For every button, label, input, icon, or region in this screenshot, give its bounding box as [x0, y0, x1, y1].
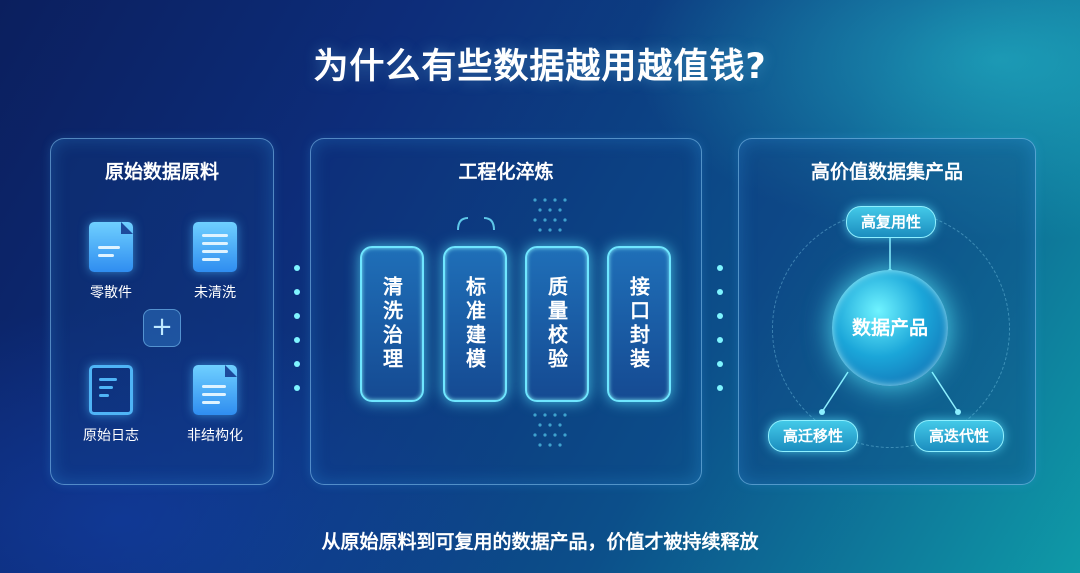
stage-label: 质量校验	[544, 276, 569, 372]
raw-item-unstructured: 非结构化	[170, 365, 260, 445]
stage-modeling: 标准建模	[443, 246, 507, 402]
raw-item-fragments: 零散件	[66, 222, 156, 302]
stage-quality: 质量校验	[525, 246, 589, 402]
engineering-title: 工程化淬炼	[458, 161, 554, 183]
edit-document-icon	[89, 365, 133, 415]
document-icon	[89, 222, 133, 272]
data-product-core: 数据产品	[832, 270, 948, 386]
plus-icon: +	[143, 309, 181, 347]
bottom-caption: 从原始原料到可复用的数据产品，价值才被持续释放	[321, 531, 759, 553]
text-file-icon	[193, 365, 237, 415]
raw-item-label: 未清洗	[194, 285, 236, 301]
badge-reusability: 高复用性	[846, 206, 937, 238]
raw-item-uncleaned: 未清洗	[170, 222, 260, 302]
raw-data-title: 原始数据原料	[104, 161, 219, 183]
stage-label: 接口封装	[626, 276, 651, 372]
raw-item-label: 零散件	[90, 285, 132, 301]
raw-item-label: 非结构化	[187, 428, 243, 444]
page-title: 为什么有些数据越用越值钱?	[313, 47, 767, 87]
stage-interface: 接口封装	[607, 246, 671, 402]
stage-label: 标准建模	[462, 276, 487, 372]
product-title: 高价值数据集产品	[810, 161, 963, 183]
raw-item-label: 原始日志	[83, 428, 139, 444]
raw-data-panel: 原始数据原料	[50, 138, 274, 485]
stage-cleaning: 清洗治理	[360, 246, 424, 402]
list-icon	[193, 222, 237, 272]
badge-iterability: 高迭代性	[914, 420, 1005, 452]
raw-item-logs: 原始日志	[66, 365, 156, 445]
badge-portability: 高迁移性	[768, 420, 859, 452]
stage-label: 清洗治理	[379, 276, 404, 372]
